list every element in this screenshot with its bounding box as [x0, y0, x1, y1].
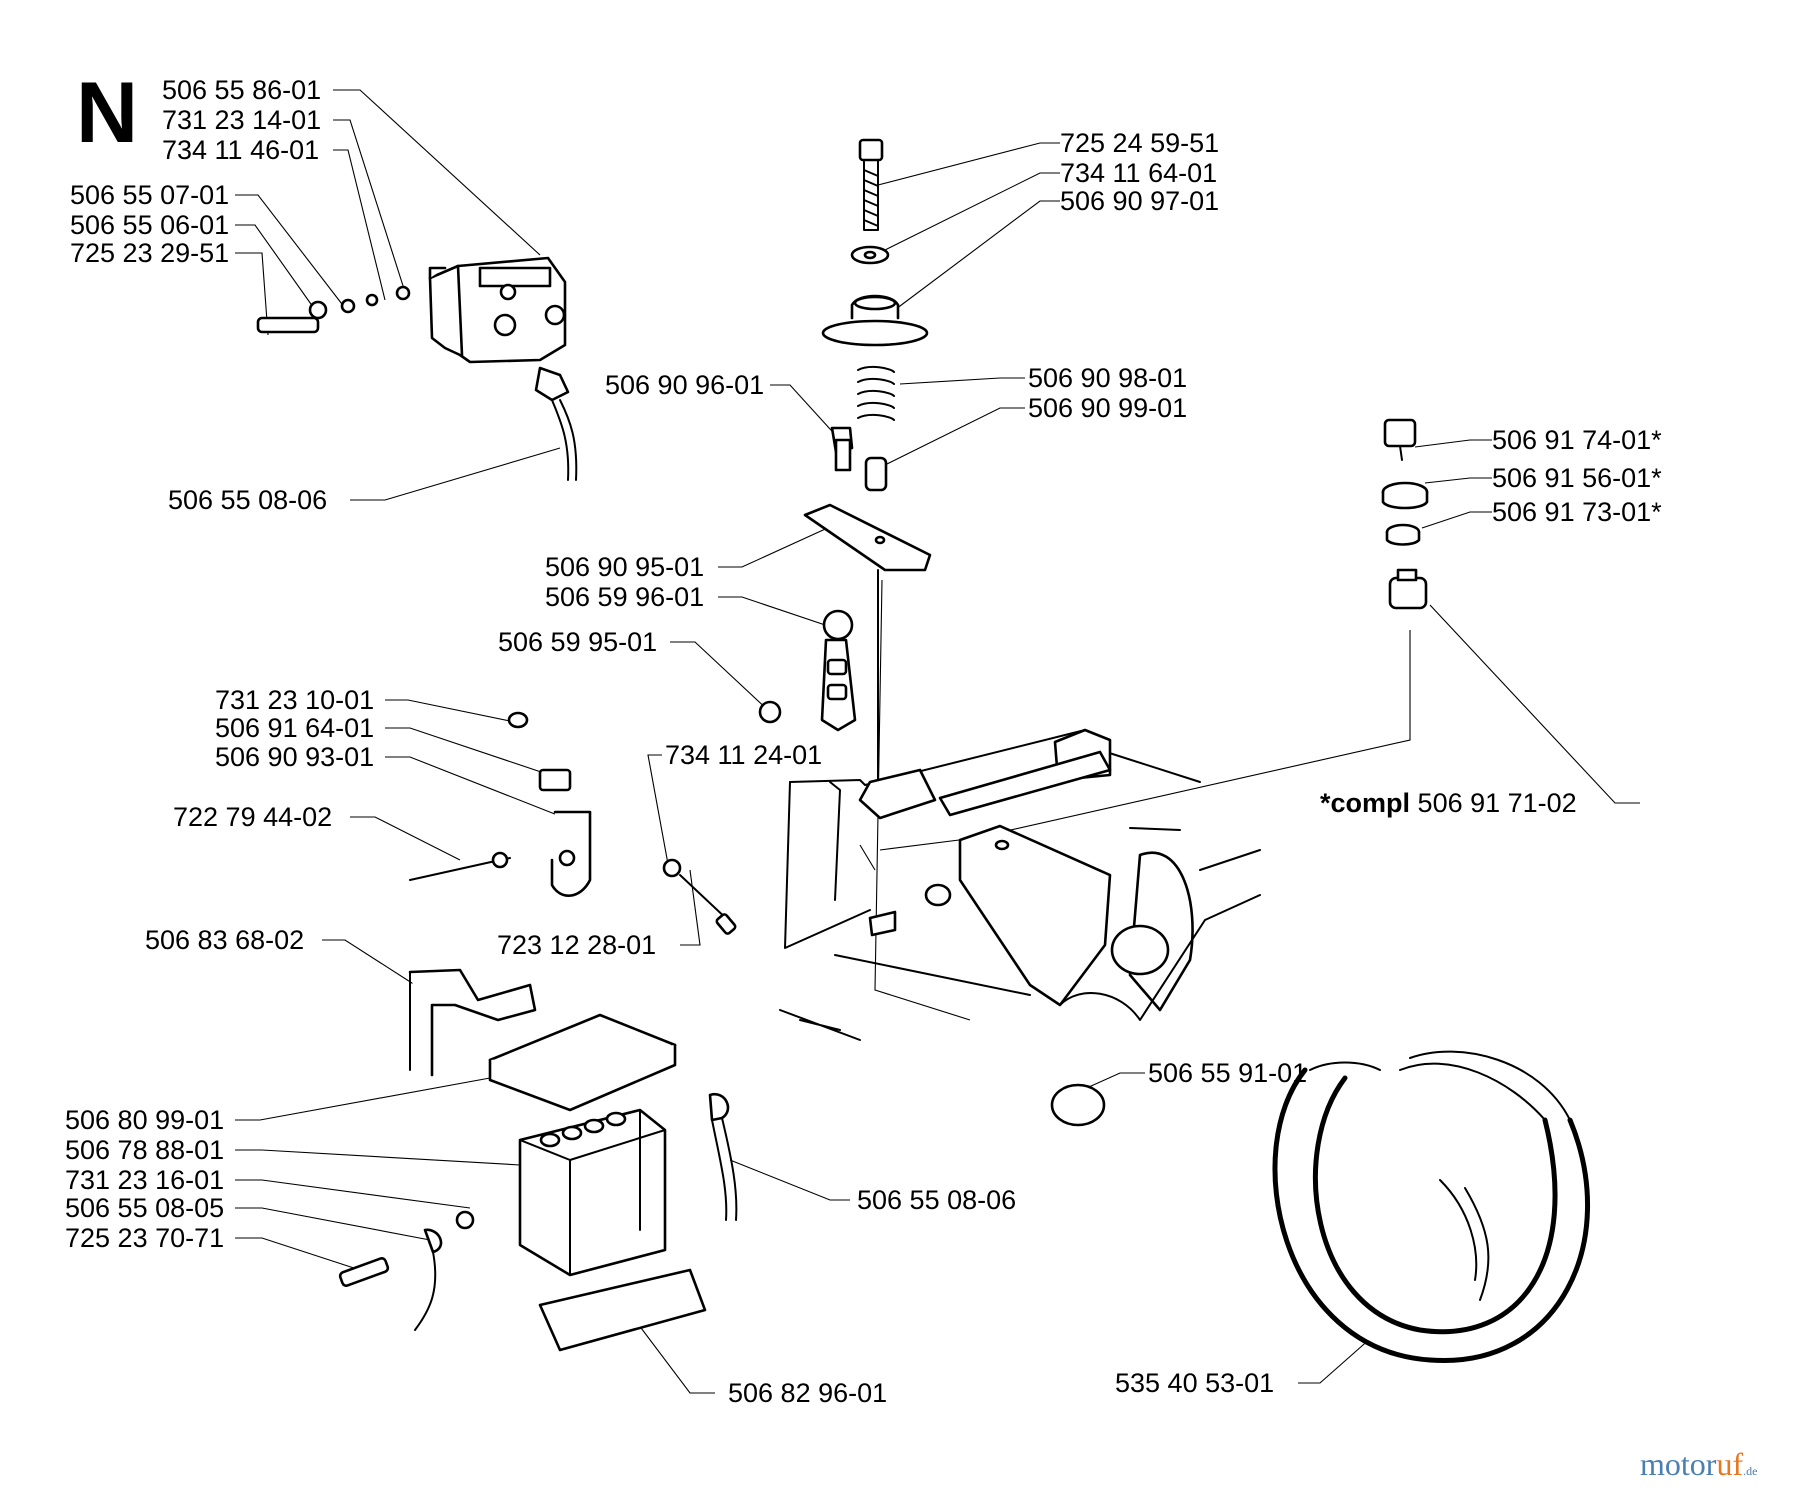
leader-line — [235, 1077, 491, 1121]
solenoid-assembly — [256, 256, 578, 481]
leader-line — [333, 89, 541, 256]
part-number-label: 506 82 96-01 — [728, 1378, 888, 1408]
leader-line — [899, 377, 1025, 385]
part-number-label: 506 91 56-01* — [1492, 463, 1662, 493]
leader-line — [1298, 1329, 1381, 1384]
leader-line — [729, 1159, 850, 1201]
leader-line — [884, 407, 1025, 466]
leader-line — [879, 630, 1411, 851]
leader-line — [385, 727, 551, 776]
part-number-label: 731 23 10-01 — [215, 685, 375, 715]
part-number-label: 506 59 96-01 — [545, 582, 705, 612]
leader-line — [235, 252, 269, 336]
leader-line — [670, 641, 771, 713]
leader-line — [385, 699, 516, 723]
part-number-label: 506 80 99-01 — [65, 1105, 225, 1135]
leader-line — [385, 756, 571, 821]
spring-assembly — [803, 138, 932, 781]
leader-line — [322, 939, 416, 986]
microswitch-assembly — [409, 711, 737, 935]
part-number-label: 506 90 93-01 — [215, 742, 375, 772]
leader-line — [877, 142, 1060, 186]
part-number-label: 506 55 91-01 — [1148, 1058, 1308, 1088]
leader-line — [1414, 439, 1492, 448]
leader-line — [718, 519, 846, 568]
chassis-frame — [779, 728, 1261, 1127]
compl-prefix: *compl — [1320, 788, 1411, 818]
leader-line — [235, 1179, 471, 1209]
leader-line — [333, 149, 386, 301]
leader-line — [1429, 604, 1640, 804]
leader-line — [235, 1207, 431, 1241]
leader-line — [680, 869, 701, 946]
logo-main: motor — [1640, 1446, 1717, 1482]
part-number-label: 506 55 07-01 — [70, 180, 230, 210]
logo-tld: .de — [1743, 1464, 1758, 1478]
part-number-label: 734 11 24-01 — [665, 740, 823, 770]
leader-line — [333, 119, 406, 293]
leader-line — [350, 447, 561, 501]
wire-harness — [1272, 1050, 1591, 1363]
part-number-label: 723 12 28-01 — [497, 930, 657, 960]
part-number-label: 506 91 73-01* — [1492, 497, 1662, 527]
leader-line — [859, 844, 876, 871]
compl-part-number: 506 91 71-02 — [1417, 788, 1577, 818]
leader-line — [235, 1149, 521, 1166]
leader-line — [647, 754, 671, 876]
part-number-label: 506 55 86-01 — [162, 75, 322, 105]
leader-line — [1421, 511, 1492, 529]
part-number-label: 725 23 70-71 — [65, 1223, 225, 1253]
part-number-label: 506 91 64-01 — [215, 713, 375, 743]
part-number-label: 506 55 08-05 — [65, 1193, 225, 1223]
part-number-label: 506 83 68-02 — [145, 925, 305, 955]
battery-assembly — [338, 968, 738, 1352]
leader-line — [718, 596, 841, 631]
part-number-label: 535 40 53-01 — [1115, 1368, 1275, 1398]
leader-line — [235, 194, 346, 309]
part-number-label: 506 90 97-01 — [1060, 186, 1220, 216]
watermark-logo: motoruf.de — [1640, 1446, 1757, 1483]
part-number-label: 506 78 88-01 — [65, 1135, 225, 1165]
part-number-label: 506 59 95-01 — [498, 627, 658, 657]
leader-line — [350, 816, 461, 861]
part-number-label: 506 55 08-06 — [168, 485, 328, 515]
section-letter: N — [76, 65, 139, 161]
part-number-label: 725 23 29-51 — [70, 238, 230, 268]
part-number-label: 506 91 74-01* — [1492, 425, 1662, 455]
leader-line — [887, 200, 1060, 316]
leader-line — [874, 579, 971, 1021]
part-number-label: 722 79 44-02 — [173, 802, 333, 832]
part-number-label: 734 11 46-01 — [162, 135, 320, 165]
leader-lines — [235, 89, 1640, 1394]
part-number-label: 731 23 14-01 — [162, 105, 322, 135]
logo-accent: uf — [1716, 1446, 1744, 1482]
part-number-label: 506 55 06-01 — [70, 210, 230, 240]
leader-line — [1424, 477, 1492, 484]
complete-assembly-label: *compl 506 91 71-02 — [1320, 788, 1577, 818]
gear-lever — [758, 609, 857, 732]
leader-line — [235, 1237, 361, 1271]
part-number-label: 506 90 99-01 — [1028, 393, 1188, 423]
part-number-label: 725 24 59-51 — [1060, 128, 1220, 158]
leader-line — [872, 172, 1060, 257]
part-number-label: 734 11 64-01 — [1060, 158, 1218, 188]
ignition-switch — [1381, 418, 1429, 610]
leader-line — [619, 1299, 715, 1394]
part-number-label: 506 55 08-06 — [857, 1185, 1017, 1215]
leader-line — [235, 224, 319, 315]
part-number-label: 731 23 16-01 — [65, 1165, 225, 1195]
leader-line — [770, 384, 841, 441]
part-number-label: 506 90 95-01 — [545, 552, 705, 582]
part-number-label: 506 90 96-01 — [605, 370, 765, 400]
part-number-label: 506 90 98-01 — [1028, 363, 1188, 393]
